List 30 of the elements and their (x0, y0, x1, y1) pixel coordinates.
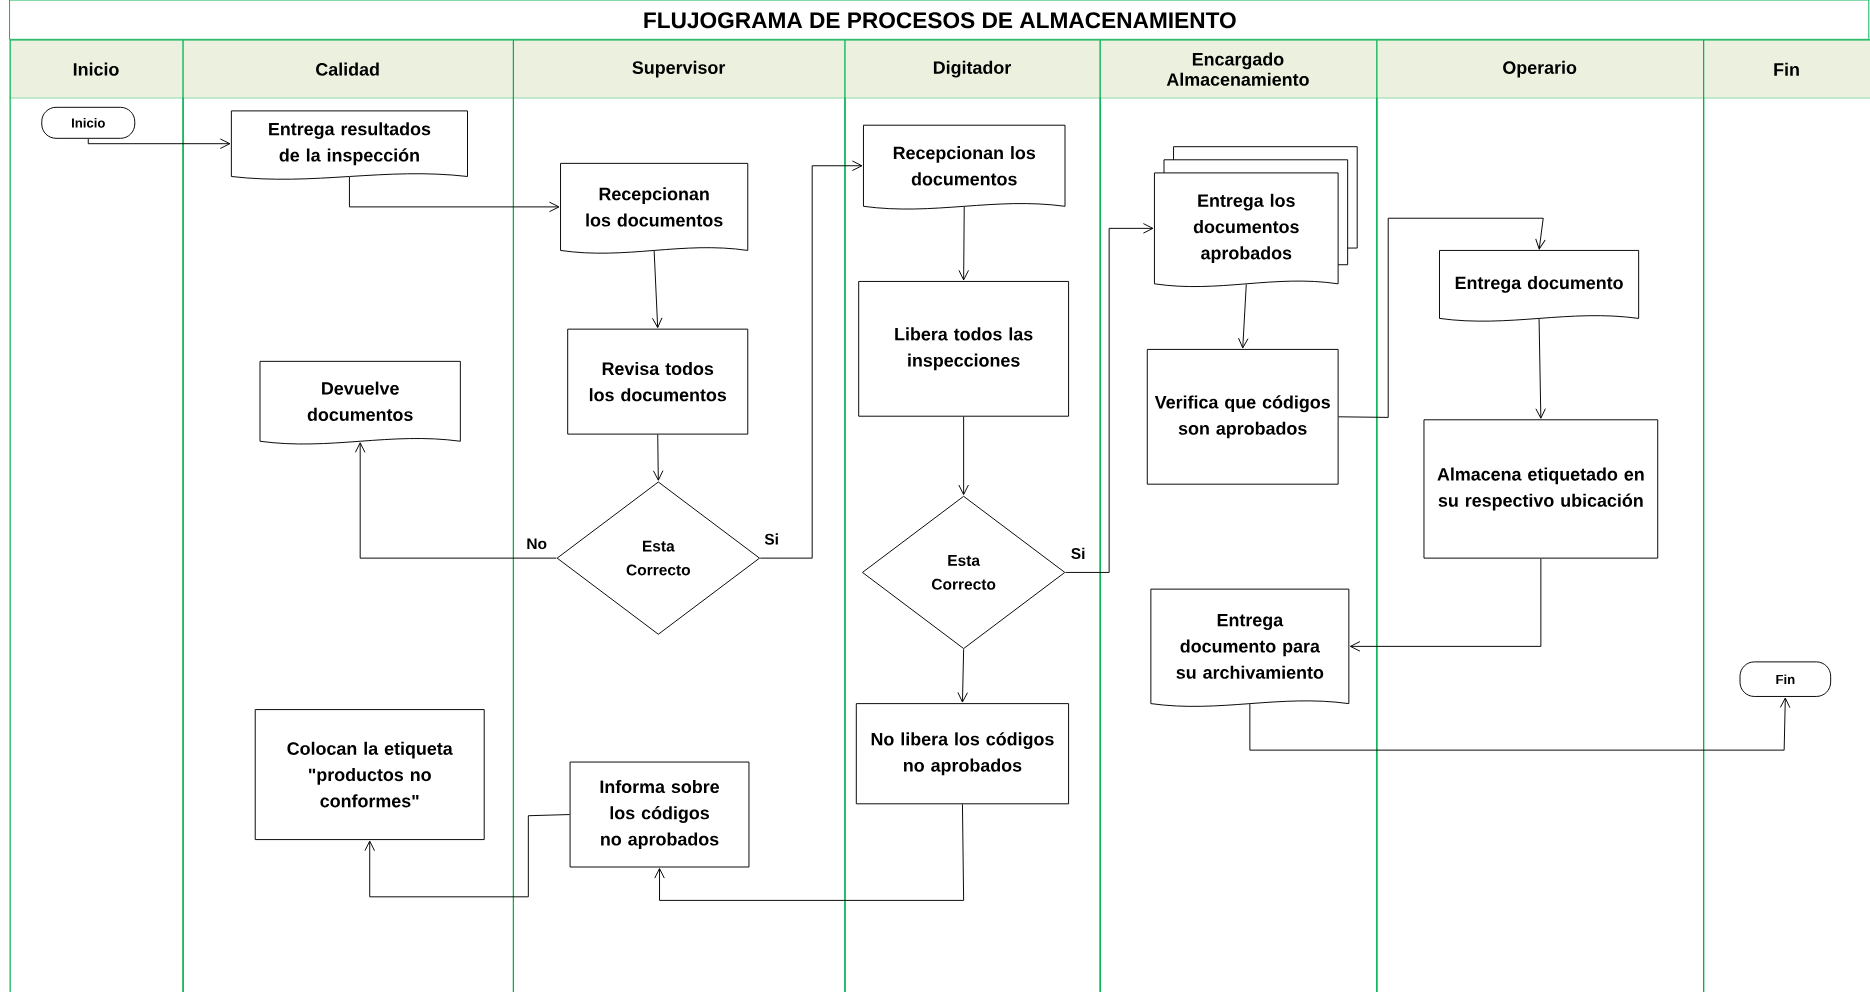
edge-label: Si (763, 532, 781, 546)
process-box: Informa sobre los códigos no aprobados (569, 761, 750, 868)
arrow (1338, 217, 1546, 418)
edge-label: No (525, 537, 549, 551)
arrow (1065, 223, 1154, 573)
arrow (1249, 697, 1791, 751)
arrow (654, 803, 965, 901)
arrow (348, 176, 560, 213)
arrow (1238, 283, 1249, 349)
arrow (958, 416, 969, 495)
arrow (957, 648, 968, 703)
arrow (364, 813, 571, 898)
arrow (354, 442, 557, 559)
arrow (87, 138, 231, 149)
process-box: Revisa todos los documentos (567, 328, 749, 435)
arrow (1349, 558, 1542, 652)
process-box: Almacena etiquetado en su respectivo ubicación (1423, 419, 1659, 559)
title: FLUJOGRAMA DE PROCESOS DE ALMACENAMIENTO (9, 0, 1870, 40)
arrow (759, 160, 863, 559)
edge-label: Si (1069, 546, 1087, 561)
terminal: Inicio (41, 106, 136, 139)
arrow (652, 434, 664, 481)
arrow (1535, 318, 1546, 419)
process-box: Libera todos las inspecciones (858, 280, 1070, 417)
process-box: No libera los códigos no aprobados (855, 703, 1070, 805)
process-box: Verifica que códigos son aprobados (1146, 348, 1339, 485)
terminal: Fin (1739, 661, 1832, 697)
process-box: Colocan la etiqueta "productos no conformes" (254, 709, 485, 840)
arrow (958, 206, 969, 281)
arrow (652, 250, 663, 328)
